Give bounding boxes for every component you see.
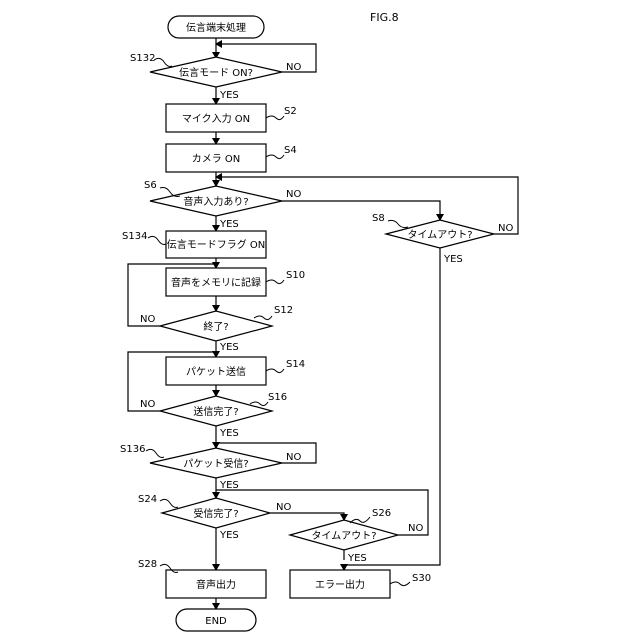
- decision-s26-label: タイムアウト?: [311, 530, 376, 542]
- step-label-s134: S134: [122, 231, 147, 242]
- branch-s12-yes: YES: [219, 342, 239, 353]
- decision-s24-label: 受信完了?: [193, 507, 238, 520]
- branch-s26-no: NO: [408, 523, 423, 534]
- decision-s16: 送信完了?: [160, 396, 272, 426]
- step-label-s24: S24: [138, 494, 157, 505]
- step-label-s16: S16: [268, 392, 287, 403]
- process-s4-label: カメラ ON: [192, 153, 241, 165]
- branch-s16-no: NO: [140, 399, 155, 410]
- step-label-s26: S26: [372, 508, 391, 519]
- step-label-s4: S4: [284, 145, 297, 156]
- decision-s26: タイムアウト?: [290, 520, 398, 550]
- step-label-s10: S10: [286, 270, 305, 281]
- step-label-s12: S12: [274, 305, 293, 316]
- figure-label: FIG.8: [370, 11, 399, 24]
- process-s14-label: パケット送信: [186, 365, 246, 378]
- branch-s24-yes: YES: [219, 530, 239, 541]
- branch-s136-yes: YES: [219, 480, 239, 491]
- decision-s12: 終了?: [160, 311, 272, 341]
- decision-s136: パケット受信?: [150, 448, 282, 478]
- decision-s132: 伝言モード ON?: [150, 57, 282, 87]
- decision-s136-label: パケット受信?: [183, 458, 248, 470]
- end-terminal-label: END: [205, 616, 227, 627]
- branch-s24-no: NO: [276, 502, 291, 513]
- decision-s8-label: タイムアウト?: [407, 229, 472, 241]
- branch-s132-no: NO: [286, 62, 301, 73]
- start-terminal-label: 伝言端末処理: [186, 21, 246, 34]
- process-s30-label: エラー出力: [315, 578, 365, 591]
- process-s134-label: 伝言モードフラグ ON: [167, 238, 266, 251]
- process-s28: 音声出力: [166, 570, 266, 598]
- decision-s16-label: 送信完了?: [193, 405, 238, 418]
- decision-s6-label: 音声入力あり?: [183, 195, 248, 208]
- branch-s136-no: NO: [286, 452, 301, 463]
- process-s10-label: 音声をメモリに記録: [171, 276, 261, 289]
- branch-s132-yes: YES: [219, 90, 239, 101]
- process-s10: 音声をメモリに記録: [166, 268, 266, 296]
- process-s30: エラー出力: [290, 570, 390, 598]
- process-s4: カメラ ON: [166, 144, 266, 172]
- step-label-s8: S8: [372, 213, 385, 224]
- step-label-s132: S132: [130, 53, 155, 64]
- decision-s8: タイムアウト?: [386, 220, 494, 248]
- end-terminal: END: [176, 609, 256, 631]
- process-s2-label: マイク入力 ON: [182, 112, 250, 125]
- branch-s12-no: NO: [140, 314, 155, 325]
- process-s28-label: 音声出力: [196, 578, 236, 591]
- step-label-s14: S14: [286, 359, 305, 370]
- process-s134: 伝言モードフラグ ON: [166, 231, 266, 258]
- branch-s6-no: NO: [286, 189, 301, 200]
- step-label-s6: S6: [144, 180, 157, 191]
- branch-labels: NO YES NO YES NO YES NO YES NO YES NO YE…: [140, 62, 513, 564]
- step-label-s2: S2: [284, 106, 297, 117]
- step-label-s136: S136: [120, 444, 145, 455]
- step-label-s30: S30: [412, 573, 431, 584]
- decision-s24: 受信完了?: [162, 498, 270, 528]
- branch-s16-yes: YES: [219, 428, 239, 439]
- branch-s6-yes: YES: [219, 219, 239, 230]
- step-label-s28: S28: [138, 559, 157, 570]
- decision-s6: 音声入力あり?: [150, 186, 282, 216]
- branch-s8-no: NO: [498, 223, 513, 234]
- start-terminal: 伝言端末処理: [168, 16, 264, 38]
- process-s2: マイク入力 ON: [166, 104, 266, 132]
- branch-s26-yes: YES: [347, 553, 367, 564]
- decision-s12-label: 終了?: [203, 320, 228, 333]
- process-s14: パケット送信: [166, 357, 266, 385]
- branch-s8-yes: YES: [443, 254, 463, 265]
- decision-s132-label: 伝言モード ON?: [179, 66, 253, 79]
